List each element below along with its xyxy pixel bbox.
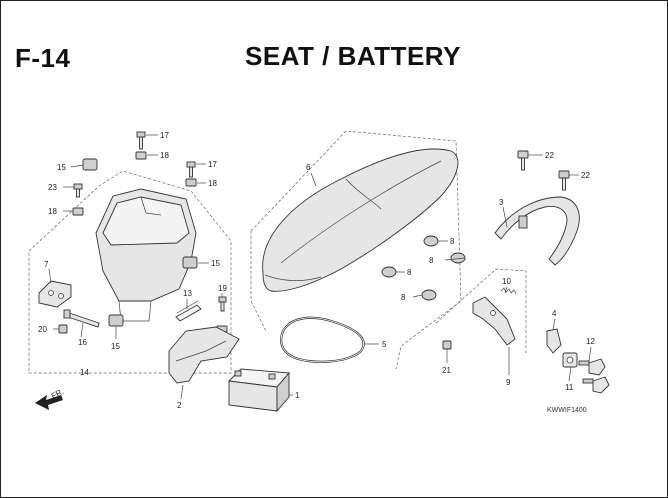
seat-bumper-8a [423,235,439,247]
callout-19: 19 [218,284,227,293]
callout-1: 1 [295,391,300,400]
bolt-21 [442,340,452,350]
diagram-title: SEAT / BATTERY [245,41,461,71]
cylinder-11 [562,352,578,368]
bolt-16 [63,309,100,328]
washer-18-mid [72,207,84,216]
key-set-12 [578,358,610,394]
callout-3: 3 [499,198,504,207]
callout-20: 20 [38,325,47,334]
callout-15: 15 [57,163,66,172]
callout-16: 16 [78,338,87,347]
bracket-7 [38,280,72,308]
callout-9: 9 [506,378,511,387]
bolt-23 [73,183,83,198]
callout-12: 12 [586,337,595,346]
callout-18: 18 [208,179,217,188]
callout-17: 17 [208,160,217,169]
grommet-15-top [82,158,98,171]
callout-7: 7 [44,260,49,269]
callout-5: 5 [382,340,387,349]
washer-18-right [185,178,197,187]
front-marker-label: FR. [50,387,66,401]
group-outline-seat-lower [250,231,267,332]
grommet-15-bottom [108,314,124,327]
callout-15: 15 [111,342,120,351]
callout-17: 17 [160,131,169,140]
callout-13: 13 [183,289,192,298]
group-outline-storage-box [28,170,232,374]
callout-21: 21 [442,366,451,375]
grommet-15-right [182,256,198,269]
callout-10: 10 [502,277,511,286]
battery-cover-2 [168,326,240,384]
callout-8: 8 [429,256,434,265]
callout-15: 15 [211,259,220,268]
callout-8: 8 [401,293,406,302]
seat-bumper-8d [421,289,437,301]
bolt-22-right [558,170,570,191]
battery-1 [228,368,290,413]
battery-band-13 [175,300,202,322]
group-outline-latch [435,268,527,353]
callout-18: 18 [48,207,57,216]
callout-4: 4 [552,309,557,318]
seat-bumper-8c [381,266,397,278]
callout-22: 22 [581,171,590,180]
bolt-17-right [186,161,196,178]
section-code: F-14 [15,43,71,73]
seat-seal-5 [280,316,365,363]
callout-2: 2 [177,401,182,410]
grab-rail-3 [494,196,580,266]
nut-20 [58,324,68,334]
callout-8: 8 [450,237,455,246]
front-direction-arrow [35,395,63,410]
seat-latch-9 [472,296,516,346]
callout-14: 14 [80,368,89,377]
callout-18: 18 [160,151,169,160]
seat-6 [262,148,459,292]
callout-8: 8 [407,268,412,277]
bolt-19 [216,296,228,333]
callout-11: 11 [565,383,574,392]
luggage-box-part [95,188,197,322]
callout-23: 23 [48,183,57,192]
bolt-22-left [517,150,529,171]
group-outline-seat [250,130,462,370]
washer-18-left [135,151,147,160]
bolt-17-left [136,131,146,150]
callout-6: 6 [306,163,311,172]
leader-lines [48,134,592,400]
clip-4 [546,328,562,354]
latch-spring-10 [500,287,517,295]
callout-22: 22 [545,151,554,160]
drawing-code: KWWIF1400 [547,407,587,414]
